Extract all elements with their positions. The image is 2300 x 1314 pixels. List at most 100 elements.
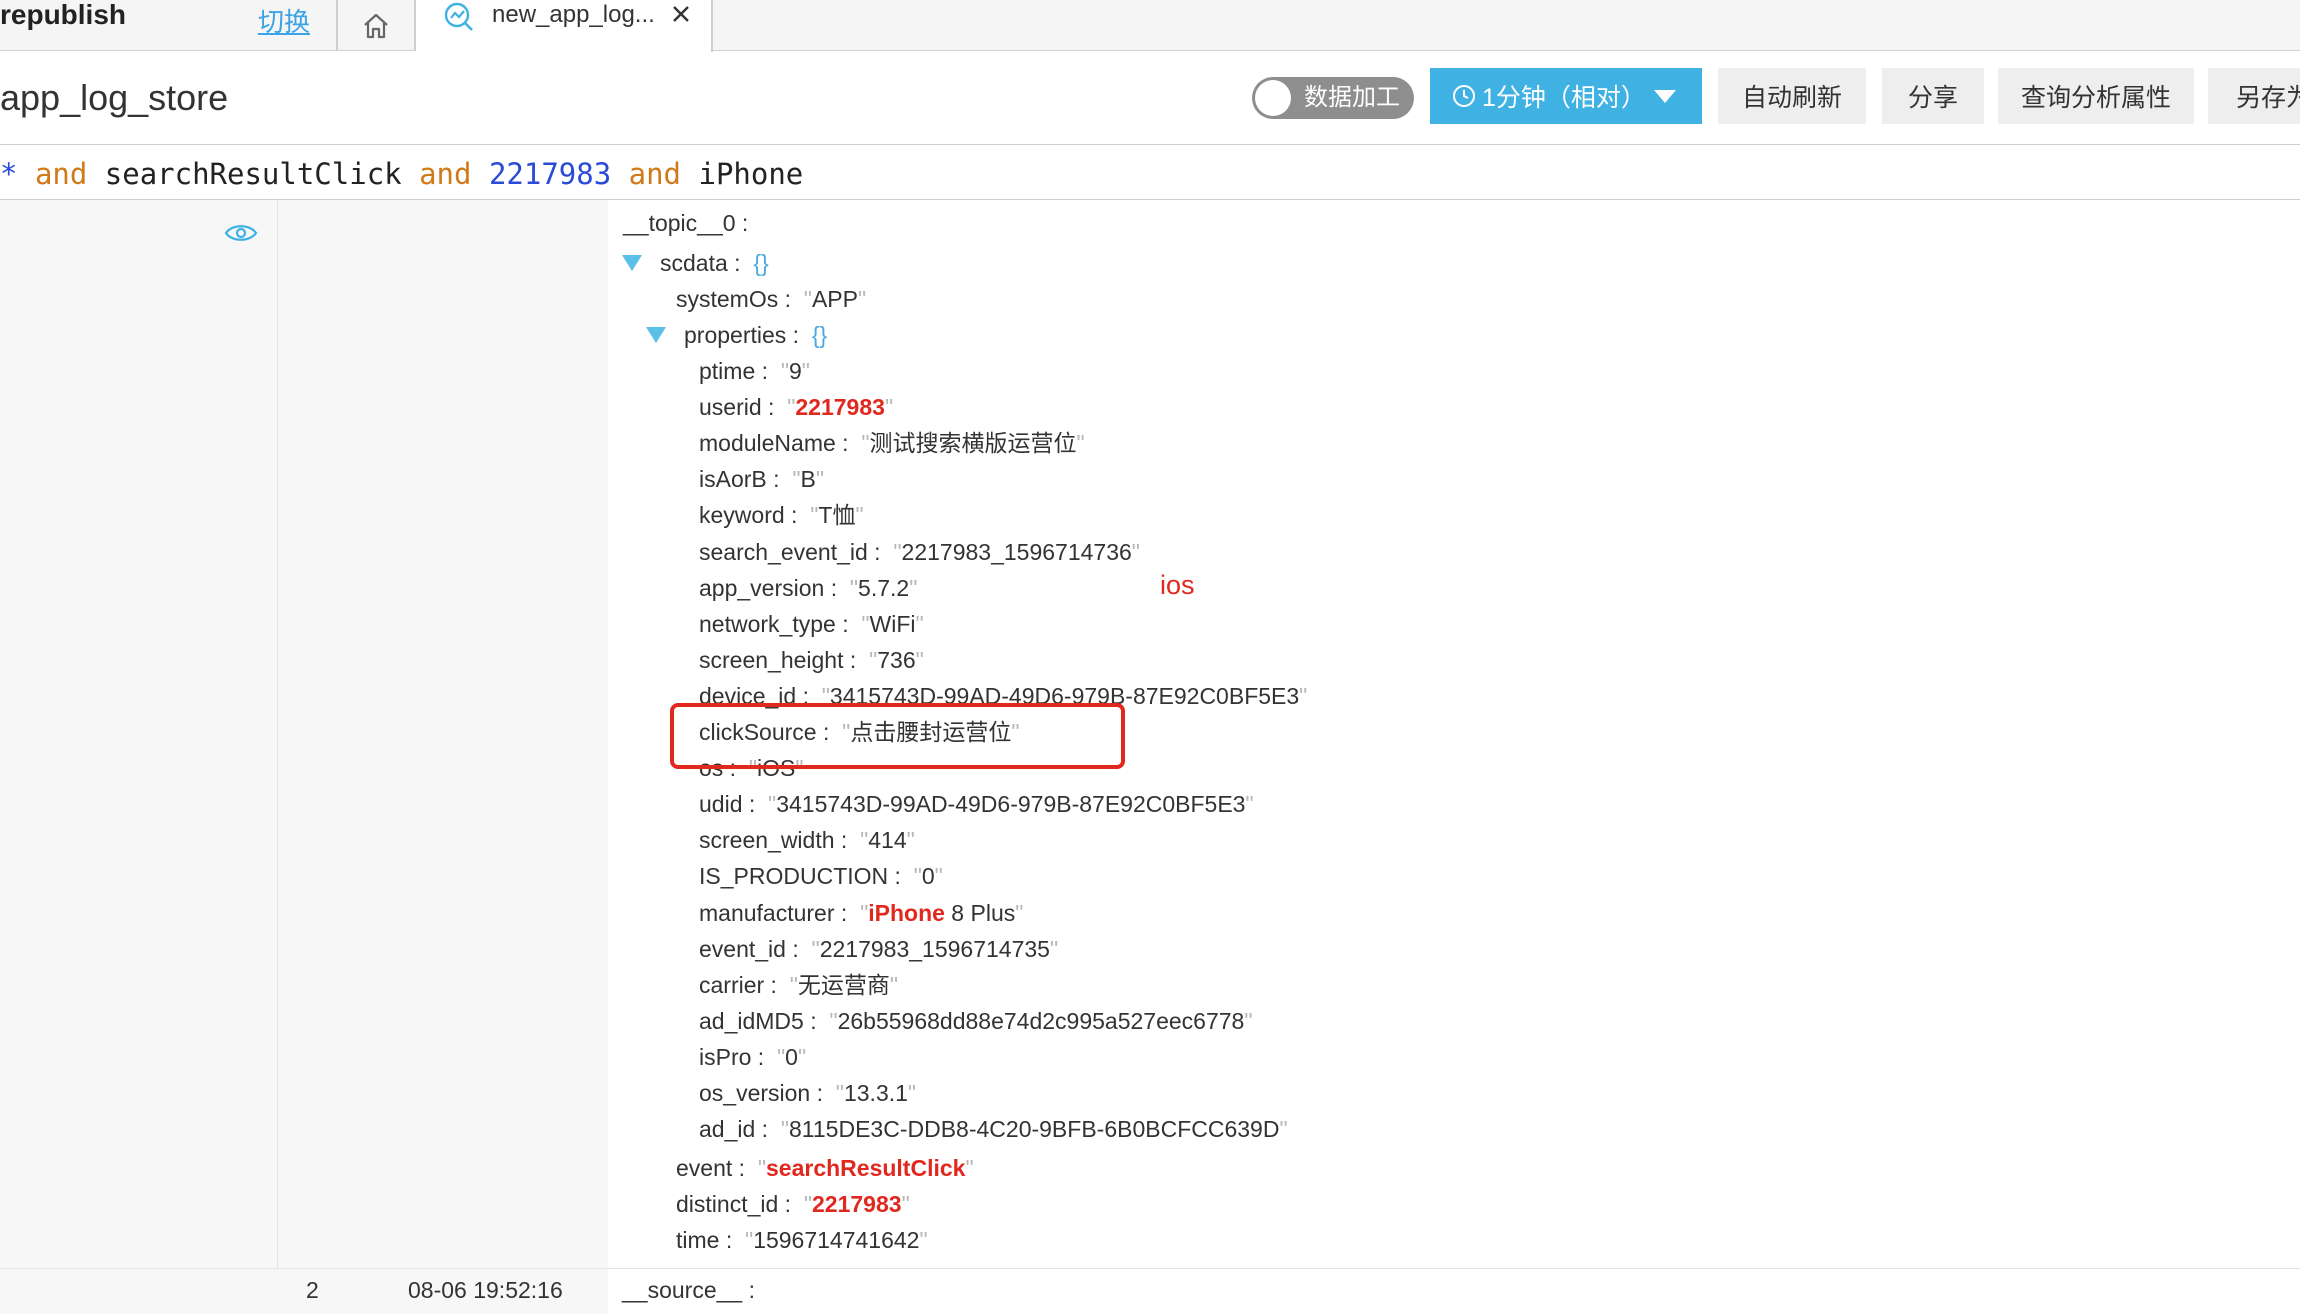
field-key: ad_idMD5 xyxy=(699,1008,804,1034)
field-key: ad_id xyxy=(699,1116,756,1142)
field-key: event xyxy=(676,1155,733,1181)
log-field: systemOs : "APP" xyxy=(676,286,867,312)
time-range-label: 1分钟（相对） xyxy=(1482,84,1646,112)
field-key: search_event_id xyxy=(699,539,868,565)
field-key: time xyxy=(676,1227,720,1253)
field-key: manufacturer xyxy=(699,900,835,926)
tab-new-app-log[interactable]: new_app_log... xyxy=(416,0,713,52)
log-field: os_version : "13.3.1" xyxy=(699,1080,917,1106)
row-timestamp: 08-06 19:52:16 xyxy=(408,1277,563,1303)
tab-divider xyxy=(414,0,416,51)
field-key: distinct_id xyxy=(676,1191,779,1217)
log-field-scdata[interactable]: scdata : {} xyxy=(622,248,769,278)
field-key: carrier xyxy=(699,972,765,998)
field-value: 0 xyxy=(921,863,935,889)
field-value: 测试搜索横版运营位 xyxy=(869,430,1077,456)
row-index: 2 xyxy=(306,1277,319,1303)
field-value: 2217983 xyxy=(812,1191,902,1217)
object-brace: {} xyxy=(753,250,769,276)
log-field: isAorB : "B" xyxy=(699,466,824,492)
field-key: udid xyxy=(699,791,743,817)
field-key: moduleName xyxy=(699,430,836,456)
field-value: 3415743D-99AD-49D6-979B-87E92C0BF5E3 xyxy=(776,791,1246,817)
field-key: screen_width xyxy=(699,827,835,853)
save-as-button[interactable]: 另存为 xyxy=(2208,68,2300,124)
log-field-properties[interactable]: properties : {} xyxy=(646,320,827,350)
share-button[interactable]: 分享 xyxy=(1882,68,1984,124)
log-field: udid : "3415743D-99AD-49D6-979B-87E92C0B… xyxy=(699,791,1254,817)
log-field: isPro : "0" xyxy=(699,1044,807,1070)
logstore-title: app_log_store xyxy=(0,77,229,118)
eye-icon[interactable] xyxy=(224,222,258,244)
chevron-down-icon xyxy=(1654,90,1676,103)
query-props-button[interactable]: 查询分析属性 xyxy=(1998,68,2194,124)
field-value: 26b55968dd88e74d2c995a527eec6778 xyxy=(837,1008,1245,1034)
log-field: __topic__0 : xyxy=(623,210,749,236)
data-processing-toggle[interactable]: 数据加工 xyxy=(1252,77,1414,119)
field-value: searchResultClick xyxy=(766,1155,966,1181)
log-field: event : "searchResultClick" xyxy=(676,1155,974,1181)
query-operator: and xyxy=(34,157,88,191)
field-key: __source__ : xyxy=(622,1277,755,1303)
query-wildcard: * xyxy=(0,157,18,191)
chart-line-icon xyxy=(444,2,473,31)
log-field: carrier : "无运营商" xyxy=(699,972,899,998)
field-key: IS_PRODUCTION xyxy=(699,863,889,889)
log-field: time : "1596714741642" xyxy=(676,1227,928,1253)
field-value: 8115DE3C-DDB8-4C20-9BFB-6B0BCFCC639D xyxy=(789,1116,1280,1142)
field-key: isPro xyxy=(699,1044,752,1070)
collapse-triangle-icon[interactable] xyxy=(622,254,642,271)
clock-icon xyxy=(1453,85,1475,107)
log-field: screen_height : "736" xyxy=(699,647,924,673)
query-term: 2217983 xyxy=(488,157,612,191)
log-field: moduleName : "测试搜索横版运营位" xyxy=(699,430,1085,456)
object-brace: {} xyxy=(811,322,828,348)
collapse-triangle-icon[interactable] xyxy=(646,326,666,343)
field-value: 5.7.2 xyxy=(858,575,910,601)
log-field: ptime : "9" xyxy=(699,358,810,384)
query-input[interactable]: * and searchResultClick and 2217983 and … xyxy=(0,144,2300,200)
field-key: keyword xyxy=(699,502,785,528)
field-value: 13.3.1 xyxy=(843,1080,908,1106)
field-key: os_version xyxy=(699,1080,811,1106)
field-key: properties xyxy=(684,322,787,348)
tab-bar: republish 切换 new_app_log... xyxy=(0,0,2300,52)
home-tab[interactable] xyxy=(337,0,415,51)
switch-project-link[interactable]: 切换 xyxy=(258,7,311,37)
query-term: iPhone xyxy=(698,157,804,191)
log-field: keyword : "T恤" xyxy=(699,502,864,528)
source-key: __source__ xyxy=(622,1277,743,1303)
log-field: manufacturer : "iPhone 8 Plus" xyxy=(699,900,1024,926)
field-value: 2217983 xyxy=(795,394,885,420)
annotation-text: ios xyxy=(1160,570,1195,600)
highlight-box xyxy=(670,703,1125,769)
row-meta xyxy=(278,200,608,1270)
close-icon[interactable] xyxy=(669,2,693,26)
log-field: app_version : "5.7.2" xyxy=(699,575,918,601)
field-value: T恤 xyxy=(818,502,856,528)
field-value: WiFi xyxy=(869,611,916,637)
log-field: ad_idMD5 : "26b55968dd88e74d2c995a527eec… xyxy=(699,1008,1253,1034)
field-key: userid xyxy=(699,394,762,420)
field-value-highlight: iPhone xyxy=(868,900,945,926)
query-term: searchResultClick xyxy=(104,157,402,191)
field-value: 414 xyxy=(868,827,907,853)
field-value: 2217983_1596714735 xyxy=(819,936,1050,962)
log-field: ad_id : "8115DE3C-DDB8-4C20-9BFB-6B0BCFC… xyxy=(699,1116,1288,1142)
field-value: 8 Plus xyxy=(944,900,1016,926)
field-value: 点击腰封运营位 xyxy=(850,719,1012,745)
field-value: B xyxy=(800,466,816,492)
log-field: event_id : "2217983_1596714735" xyxy=(699,936,1059,962)
field-value: 2217983_1596714736 xyxy=(901,539,1132,565)
log-field: network_type : "WiFi" xyxy=(699,611,924,637)
auto-refresh-button[interactable]: 自动刷新 xyxy=(1718,68,1866,124)
log-field: clickSource : "点击腰封运营位" xyxy=(699,719,1020,745)
query-text: * and searchResultClick and 2217983 and … xyxy=(0,158,803,190)
log-field: userid : "2217983" xyxy=(699,394,894,420)
toggle-label: 数据加工 xyxy=(1304,84,1400,111)
log-results xyxy=(0,200,2300,1314)
home-icon xyxy=(364,13,388,38)
toggle-knob xyxy=(1255,80,1291,116)
log-field: distinct_id : "2217983" xyxy=(676,1191,910,1217)
time-range-button[interactable]: 1分钟（相对） xyxy=(1430,68,1702,124)
